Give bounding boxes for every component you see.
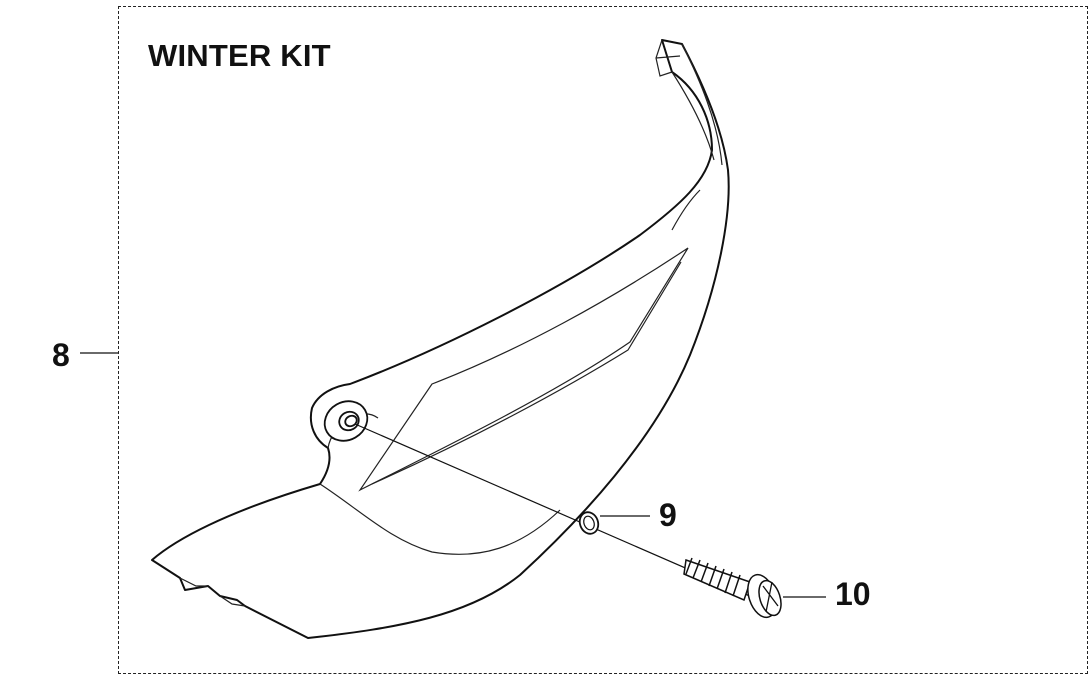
winter-kit-cover [151,39,730,639]
kit-boundary-box [118,6,1088,674]
mounting-boss [323,400,369,442]
callout-10: 10 [835,576,871,612]
screw-part-10 [683,557,782,619]
callout-8: 8 [52,337,70,373]
cover-contours [179,39,723,607]
kit-title: WINTER KIT [148,38,331,73]
callout-9: 9 [659,497,677,533]
washer-part-9 [578,511,600,535]
